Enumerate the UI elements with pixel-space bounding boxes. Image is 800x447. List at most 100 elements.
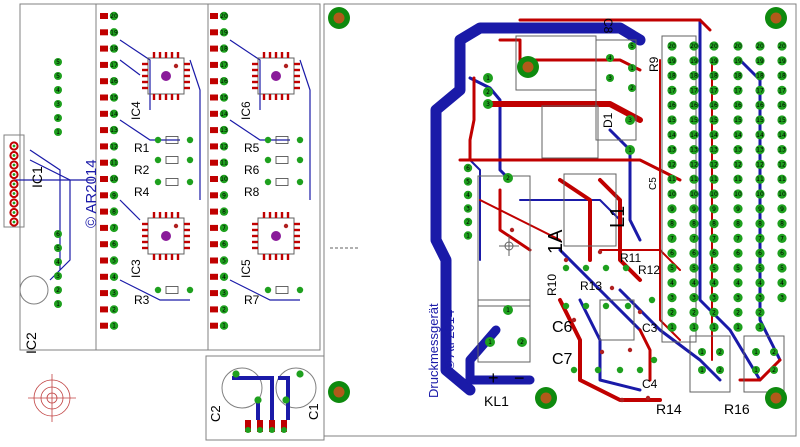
pad-number: 18: [710, 73, 718, 80]
small-pad: [582, 302, 590, 310]
pad-number: 3: [56, 273, 60, 280]
pad-number: 4: [466, 192, 470, 199]
header-row-pad: 16: [709, 100, 719, 110]
small-pad: [562, 302, 570, 310]
header-row-pad: 19: [733, 56, 743, 66]
header-row-pad: 3: [755, 293, 765, 303]
pin-strip-pad: 4: [210, 272, 229, 281]
label-r2: R2: [134, 163, 150, 177]
header-row-pad: 14: [777, 130, 787, 140]
pad-number: 2: [506, 175, 510, 182]
pad-number: 4: [56, 87, 60, 94]
connector-pin-core: [12, 211, 16, 214]
pad-number: 2: [712, 309, 716, 316]
ic1-label: IC1: [29, 166, 45, 188]
pad-number: 13: [690, 147, 698, 154]
via: [283, 63, 289, 69]
header-row-pad: 12: [709, 159, 719, 169]
component-pad: 1: [625, 145, 635, 155]
pad-number: 13: [734, 147, 742, 154]
header-row-pad: 7: [709, 233, 719, 243]
pad-number: 5: [670, 265, 674, 272]
main-labels: Druckmessgerät © Ati 2014 1A L1 KL1 + − …: [426, 18, 750, 417]
label-r3: R3: [134, 293, 150, 307]
header-row-pad: 13: [667, 145, 677, 155]
header-row-pad: 2: [709, 307, 719, 317]
connector-pad: 4: [54, 86, 62, 94]
pad-number: 12: [668, 161, 676, 168]
label-r10: R10: [545, 274, 559, 296]
via: [571, 317, 577, 323]
pad-number: 10: [756, 191, 764, 198]
header-row-pad: 10: [777, 189, 787, 199]
pad-number: 17: [668, 87, 676, 94]
connector-pad: 5: [54, 72, 62, 80]
pin-number: 2: [222, 306, 226, 313]
label-r12: R12: [638, 263, 660, 277]
pin-strip-pad: 14: [210, 109, 229, 119]
pad-number: 15: [668, 117, 676, 124]
pad-number: 2: [736, 309, 740, 316]
pad-number: 13: [710, 147, 718, 154]
header-row-pad: 17: [667, 85, 677, 95]
header-row-pad: 14: [755, 130, 765, 140]
pad-number: 20: [778, 43, 786, 50]
pad-number: 2: [56, 287, 60, 294]
pad-number: 15: [756, 117, 764, 124]
main-component-outlines: [330, 35, 785, 393]
pin-number: 12: [110, 143, 118, 150]
via: [173, 63, 179, 69]
regulator-pad: 3: [606, 74, 614, 82]
edge-pin: [257, 420, 263, 433]
label-d1: D1: [601, 112, 615, 128]
pad-number: 6: [670, 250, 674, 257]
pad-number: 1: [700, 367, 704, 374]
header-row-pad: 8: [777, 219, 787, 229]
connector-pin-core: [12, 154, 16, 157]
pin-strip-pad: 7: [100, 223, 119, 233]
header-row-pad: 8: [667, 219, 677, 229]
pad-number: 1: [754, 367, 758, 374]
header-pad: 4: [463, 190, 473, 200]
pad-number: 1: [56, 129, 60, 136]
pad-number: 9: [780, 206, 784, 213]
pad-number: 7: [712, 235, 716, 242]
header-row-pad: 5: [709, 263, 719, 273]
pad-number: 16: [668, 102, 676, 109]
pad-number: 14: [778, 132, 786, 139]
pad-number: 3: [466, 206, 470, 213]
pad-number: 4: [736, 280, 740, 287]
pad-number: 15: [690, 117, 698, 124]
header-row-pad: 18: [667, 71, 677, 81]
via: [609, 285, 615, 291]
pad-number: 1: [488, 339, 492, 346]
pad-number: 8: [692, 221, 696, 228]
pin-number: 7: [222, 225, 226, 232]
chip-footprints: [142, 52, 300, 260]
header-row-pad: 1: [689, 322, 699, 332]
pad-number: 1: [758, 324, 762, 331]
pin-number: 14: [220, 111, 228, 118]
small-board-outline: [205, 355, 325, 441]
header-row-pad: 1: [709, 322, 719, 332]
pad-number: 2: [630, 85, 634, 92]
header-row-pad: 18: [755, 71, 765, 81]
pad-number: 2: [520, 339, 524, 346]
connector-pad: 1: [54, 128, 62, 136]
component-pad: 1: [503, 305, 513, 315]
header-row-pad: 10: [755, 189, 765, 199]
header-row-pad: 6: [689, 248, 699, 258]
header-row-pad: 19: [689, 56, 699, 66]
header-row-pad: 17: [709, 85, 719, 95]
label-r7: R7: [244, 293, 260, 307]
pad-number: 1: [506, 307, 510, 314]
header-row-pad: 16: [733, 100, 743, 110]
label-ic5: IC5: [239, 259, 253, 278]
header-row-pad: 18: [709, 71, 719, 81]
pin-number: 5: [222, 258, 226, 265]
resistor-body: [154, 136, 194, 144]
label-r5: R5: [244, 141, 260, 155]
pin-strip-pad: 11: [100, 158, 119, 167]
header-row-pad: 13: [755, 145, 765, 155]
